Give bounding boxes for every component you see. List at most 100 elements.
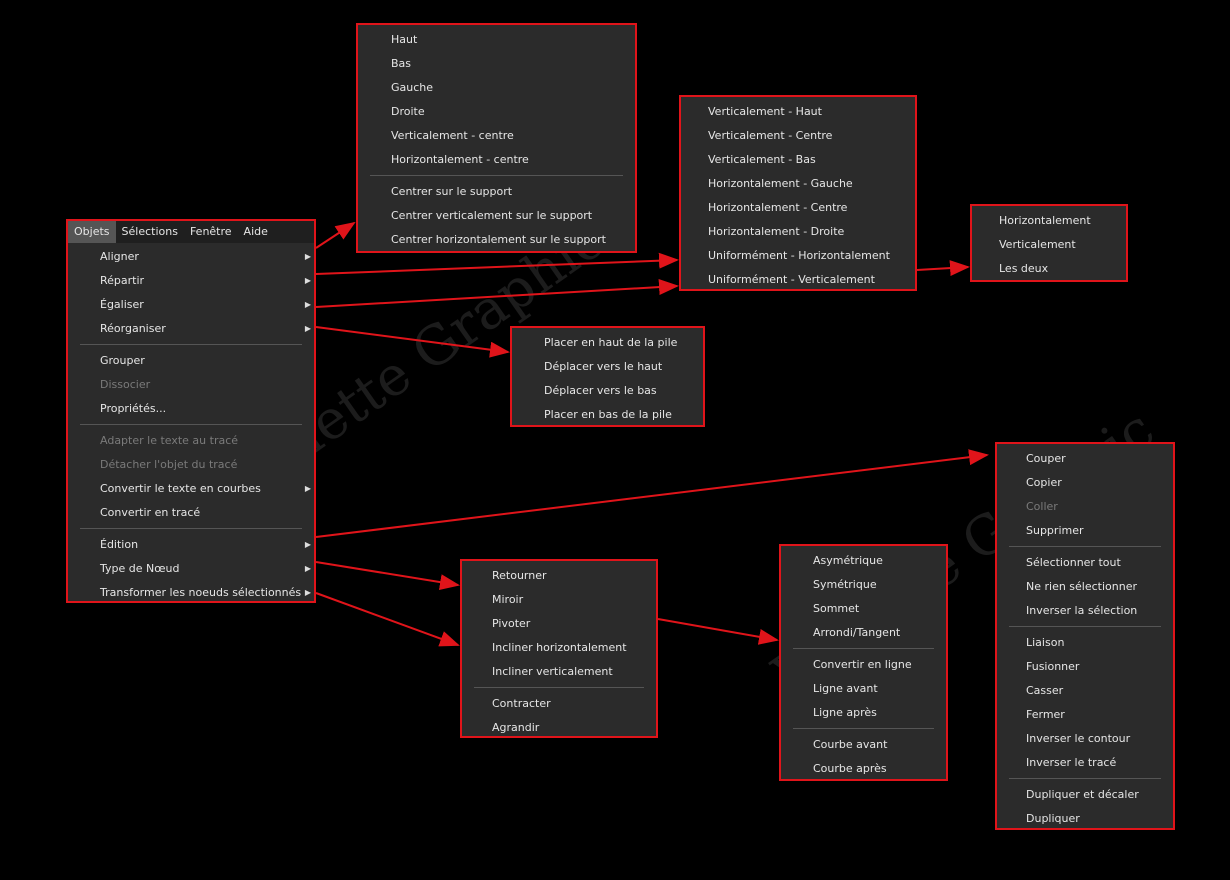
- menu-item-liaison[interactable]: Liaison: [997, 631, 1173, 655]
- menu-item-droite[interactable]: Droite: [358, 100, 635, 124]
- menu-item-gauche[interactable]: Gauche: [358, 76, 635, 100]
- menu-item-label: Horizontalement - Droite: [708, 225, 845, 238]
- menu-item-horizontalement[interactable]: Horizontalement: [972, 209, 1126, 233]
- menu-item-label: Miroir: [492, 593, 524, 606]
- menu-item-de-placer-vers-le-haut[interactable]: Déplacer vers le haut: [512, 355, 703, 379]
- menu-item-syme-trique[interactable]: Symétrique: [781, 573, 946, 597]
- menu-item-contracter[interactable]: Contracter: [462, 692, 656, 716]
- menu-item-type-de-n-ud[interactable]: Type de Nœud▶: [68, 557, 314, 581]
- menu-item-incliner-verticalement[interactable]: Incliner verticalement: [462, 660, 656, 684]
- menu-item-verticalement-bas[interactable]: Verticalement - Bas: [681, 148, 915, 172]
- menu-item-convertir-en-trace[interactable]: Convertir en tracé: [68, 501, 314, 525]
- menu-item-convertir-en-ligne[interactable]: Convertir en ligne: [781, 653, 946, 677]
- menu-item-label: Retourner: [492, 569, 547, 582]
- menu-item-agrandir[interactable]: Agrandir: [462, 716, 656, 740]
- menu-item-uniforme-ment-horizontalement[interactable]: Uniformément - Horizontalement: [681, 244, 915, 268]
- submenu-arrow-icon: ▶: [304, 300, 311, 309]
- menu-item-les-deux[interactable]: Les deux: [972, 257, 1126, 281]
- menu-item-e-galiser[interactable]: Égaliser ▶: [68, 293, 314, 317]
- menu-item-label: Verticalement - Centre: [708, 129, 833, 142]
- menu-item-label: Casser: [1026, 684, 1064, 697]
- menu-item-verticalement-centre[interactable]: Verticalement - Centre: [681, 124, 915, 148]
- menu-item-horizontalement-droite[interactable]: Horizontalement - Droite: [681, 220, 915, 244]
- menu-item-retourner[interactable]: Retourner: [462, 564, 656, 588]
- menu-item-horizontalement-centre[interactable]: Horizontalement - centre: [358, 148, 635, 172]
- menu-item-label: Centrer verticalement sur le support: [391, 209, 593, 222]
- menu-item-re-organiser[interactable]: Réorganiser▶: [68, 317, 314, 341]
- menu-item-label: Les deux: [999, 262, 1049, 275]
- menu-item-label: Dupliquer: [1026, 812, 1080, 825]
- menu-item-inverser-la-se-lection[interactable]: Inverser la sélection: [997, 599, 1173, 623]
- submenu-arrow-icon: ▶: [304, 324, 311, 333]
- menu-item-centrer-sur-le-support[interactable]: Centrer sur le support: [358, 180, 635, 204]
- menu-item-se-lectionner-tout[interactable]: Sélectionner tout: [997, 551, 1173, 575]
- menu-item-inverser-le-trace[interactable]: Inverser le tracé: [997, 751, 1173, 775]
- menu-item-courbe-apre-s[interactable]: Courbe après: [781, 757, 946, 781]
- menubar-selections[interactable]: Sélections: [121, 225, 178, 238]
- menu-item-dupliquer-et-de-caler[interactable]: Dupliquer et décaler: [997, 783, 1173, 807]
- menu-item-uniforme-ment-verticalement[interactable]: Uniformément - Verticalement: [681, 268, 915, 292]
- menu-item-aligner[interactable]: Aligner▶: [68, 245, 314, 269]
- menubar-aide[interactable]: Aide: [243, 225, 268, 238]
- menu-item-label: Placer en haut de la pile: [544, 336, 678, 349]
- menu-item-placer-en-haut-de-la-pile[interactable]: Placer en haut de la pile: [512, 331, 703, 355]
- menu-item-label: Déplacer vers le haut: [544, 360, 663, 373]
- menu-item-label: Horizontalement: [999, 214, 1091, 227]
- menu-item-bas[interactable]: Bas: [358, 52, 635, 76]
- menu-item-centrer-horizontalement-sur-le-support[interactable]: Centrer horizontalement sur le support: [358, 228, 635, 252]
- menu-item-dupliquer[interactable]: Dupliquer: [997, 807, 1173, 831]
- menu-item-inverser-le-contour[interactable]: Inverser le contour: [997, 727, 1173, 751]
- menu-item-label: Courbe après: [813, 762, 887, 775]
- menu-item-label: Couper: [1026, 452, 1066, 465]
- arrow-repartir: [315, 252, 679, 275]
- menu-item-pivoter[interactable]: Pivoter: [462, 612, 656, 636]
- menu-separator: [1009, 626, 1161, 627]
- menu-item-label: Égaliser: [100, 298, 144, 311]
- menu-item-label: Verticalement - Haut: [708, 105, 822, 118]
- menu-item-coller: Coller: [997, 495, 1173, 519]
- menu-item-asyme-trique[interactable]: Asymétrique: [781, 549, 946, 573]
- menu-item-label: Uniformément - Horizontalement: [708, 249, 890, 262]
- menu-item-horizontalement-gauche[interactable]: Horizontalement - Gauche: [681, 172, 915, 196]
- menu-item-supprimer[interactable]: Supprimer: [997, 519, 1173, 543]
- menu-item-proprie-te-s[interactable]: Propriétés...: [68, 397, 314, 421]
- menu-item-copier[interactable]: Copier: [997, 471, 1173, 495]
- menu-item-arrondi-tangent[interactable]: Arrondi/Tangent: [781, 621, 946, 645]
- menu-item-label: Détacher l'objet du tracé: [100, 458, 238, 471]
- menu-item-e-dition[interactable]: Édition▶: [68, 533, 314, 557]
- menu-item-couper[interactable]: Couper: [997, 447, 1173, 471]
- menu-item-courbe-avant[interactable]: Courbe avant: [781, 733, 946, 757]
- menu-item-label: Convertir le texte en courbes: [100, 482, 261, 495]
- menu-item-label: Arrondi/Tangent: [813, 626, 901, 639]
- menu-item-re-partir[interactable]: Répartir▶: [68, 269, 314, 293]
- menubar-objets[interactable]: Objets: [68, 221, 116, 243]
- menu-separator: [474, 687, 644, 688]
- menu-item-placer-en-bas-de-la-pile[interactable]: Placer en bas de la pile: [512, 403, 703, 427]
- menu-item-convertir-le-texte-en-courbes[interactable]: Convertir le texte en courbes▶: [68, 477, 314, 501]
- menubar-fenetre[interactable]: Fenêtre: [189, 225, 232, 238]
- menu-item-sommet[interactable]: Sommet: [781, 597, 946, 621]
- arrow-noeud-2: [657, 618, 779, 645]
- menu-item-verticalement-centre[interactable]: Verticalement - centre: [358, 124, 635, 148]
- menu-item-centrer-verticalement-sur-le-support[interactable]: Centrer verticalement sur le support: [358, 204, 635, 228]
- menu-item-label: Symétrique: [813, 578, 877, 591]
- menu-item-fusionner[interactable]: Fusionner: [997, 655, 1173, 679]
- menu-item-horizontalement-centre[interactable]: Horizontalement - Centre: [681, 196, 915, 220]
- menu-item-verticalement-haut[interactable]: Verticalement - Haut: [681, 100, 915, 124]
- submenu-arrow-icon: ▶: [304, 588, 311, 597]
- menu-item-label: Horizontalement - Gauche: [708, 177, 853, 190]
- menu-item-transformer-les-noeuds-se-lectionne-s[interactable]: Transformer les noeuds sélectionnés▶: [68, 581, 314, 605]
- menu-item-grouper[interactable]: Grouper: [68, 349, 314, 373]
- menu-item-label: Incliner verticalement: [492, 665, 613, 678]
- menu-item-verticalement[interactable]: Verticalement: [972, 233, 1126, 257]
- menu-item-incliner-horizontalement[interactable]: Incliner horizontalement: [462, 636, 656, 660]
- menu-item-casser[interactable]: Casser: [997, 679, 1173, 703]
- menu-item-miroir[interactable]: Miroir: [462, 588, 656, 612]
- menu-item-fermer[interactable]: Fermer: [997, 703, 1173, 727]
- menu-item-ligne-apre-s[interactable]: Ligne après: [781, 701, 946, 725]
- menu-item-de-placer-vers-le-bas[interactable]: Déplacer vers le bas: [512, 379, 703, 403]
- menu-item-haut[interactable]: Haut: [358, 28, 635, 52]
- menu-item-ligne-avant[interactable]: Ligne avant: [781, 677, 946, 701]
- menu-item-ne-rien-se-lectionner[interactable]: Ne rien sélectionner: [997, 575, 1173, 599]
